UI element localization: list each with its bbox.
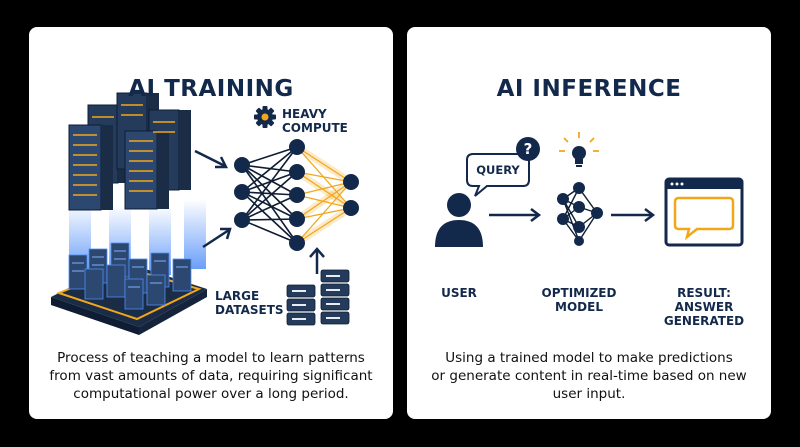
arrow-icon [202, 227, 232, 249]
heavy-compute-label: HEAVY COMPUTE [282, 107, 348, 135]
arrow-icon [611, 208, 656, 222]
server-cluster-upper [68, 92, 191, 211]
browser-window-icon [664, 177, 744, 247]
query-label: QUERY [476, 163, 520, 177]
question-mark-icon: ? [516, 137, 540, 161]
user-icon [435, 193, 483, 247]
inference-description: Using a trained model to make prediction… [431, 350, 747, 402]
server-rack-icon [124, 130, 169, 210]
svg-text:?: ? [524, 140, 533, 158]
training-title: AI TRAINING [128, 76, 294, 102]
result-label: RESULT: ANSWER GENERATED [663, 286, 745, 328]
gear-icon [254, 106, 276, 128]
training-illustration [51, 92, 359, 335]
server-rack-icon [68, 124, 113, 211]
arrow-icon [309, 247, 325, 274]
large-datasets-label: LARGE DATASETS [215, 289, 284, 317]
user-label: USER [441, 286, 477, 300]
training-description: Process of teaching a model to learn pat… [49, 350, 373, 402]
arrow-icon [194, 149, 229, 169]
neural-network-icon [234, 139, 359, 251]
lightbulb-icon [559, 132, 599, 167]
optimized-model-label: OPTIMIZED MODEL [541, 286, 617, 314]
neural-network-icon [557, 182, 603, 246]
arrow-icon [489, 208, 542, 222]
inference-title: AI INFERENCE [496, 76, 682, 102]
inference-panel: ? [407, 27, 771, 419]
training-panel: AI TRAINING HEAVY COMPUTE LARGE DATASETS… [29, 27, 393, 419]
data-center-platform [51, 242, 207, 335]
inference-illustration: ? [435, 132, 744, 247]
database-icon [286, 269, 350, 326]
